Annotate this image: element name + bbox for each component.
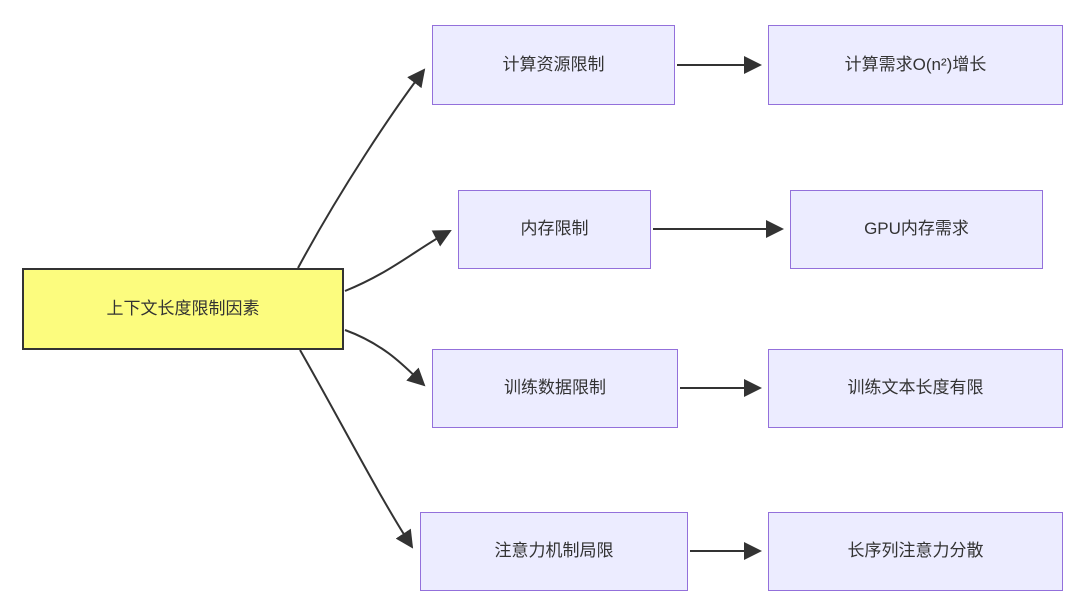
effect-node-label: 计算需求O(n²)增长 (844, 54, 987, 74)
cause-node-label: 注意力机制局限 (494, 541, 614, 561)
effect-node-label: 训练文本长度有限 (847, 378, 984, 398)
cause-node-compute-resources: 计算资源限制 (432, 25, 675, 105)
edge-root-to-compute (297, 68, 426, 269)
edge-root-to-training (344, 329, 426, 387)
effect-node-gpu-memory-demand: GPU内存需求 (790, 190, 1043, 269)
edge-root-to-attention (299, 349, 414, 549)
cause-node-label: 训练数据限制 (504, 378, 606, 398)
cause-node-attention-mechanism-limit: 注意力机制局限 (420, 512, 688, 591)
root-node-context-length-factors: 上下文长度限制因素 (22, 268, 344, 350)
cause-node-memory-limit: 内存限制 (458, 190, 651, 269)
effect-node-label: GPU内存需求 (864, 219, 969, 239)
cause-node-label: 内存限制 (520, 219, 589, 239)
root-node-label: 上下文长度限制因素 (106, 298, 260, 318)
effect-node-label: 长序列注意力分散 (847, 541, 984, 561)
effect-node-long-sequence-attention: 长序列注意力分散 (768, 512, 1063, 591)
cause-node-training-data-limit: 训练数据限制 (432, 349, 678, 428)
cause-node-label: 计算资源限制 (502, 54, 605, 74)
effect-node-compute-growth: 计算需求O(n²)增长 (768, 25, 1063, 105)
edge-root-to-memory (344, 230, 452, 292)
effect-node-training-text-length: 训练文本长度有限 (768, 349, 1063, 428)
